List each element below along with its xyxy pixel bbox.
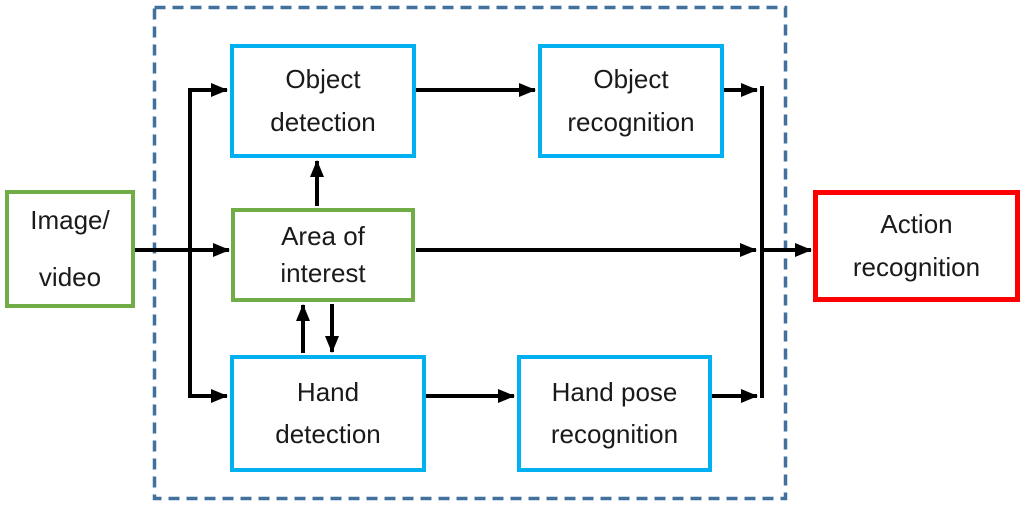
node-label: recognition [852,251,981,282]
node-label: Object [593,64,669,95]
node-label: Hand [296,376,360,407]
node-label: detection [275,419,381,449]
node-label: recognition [550,419,679,449]
node-label: video [38,261,102,292]
node-area-of-interest: Area of interest [231,208,415,302]
node-hand-detection: Hand detection [230,355,426,472]
node-label: Image/ [30,205,110,236]
node-label: Hand pose [551,376,678,407]
node-label: recognition [567,106,695,137]
node-label: Object [285,64,361,95]
node-action-recognition: Action recognition [813,190,1020,302]
node-label: detection [270,106,376,137]
node-object-recognition: Object recognition [538,44,724,158]
pipeline-boundary [152,5,788,501]
node-label: Area of [281,220,365,251]
node-image-video: Image/ video [5,190,135,308]
node-object-detection: Object detection [230,44,416,158]
arrow-group [135,83,812,403]
node-label: interest [280,258,366,288]
node-label: Action [880,209,953,240]
node-hand-pose-recognition: Hand pose recognition [517,355,712,472]
